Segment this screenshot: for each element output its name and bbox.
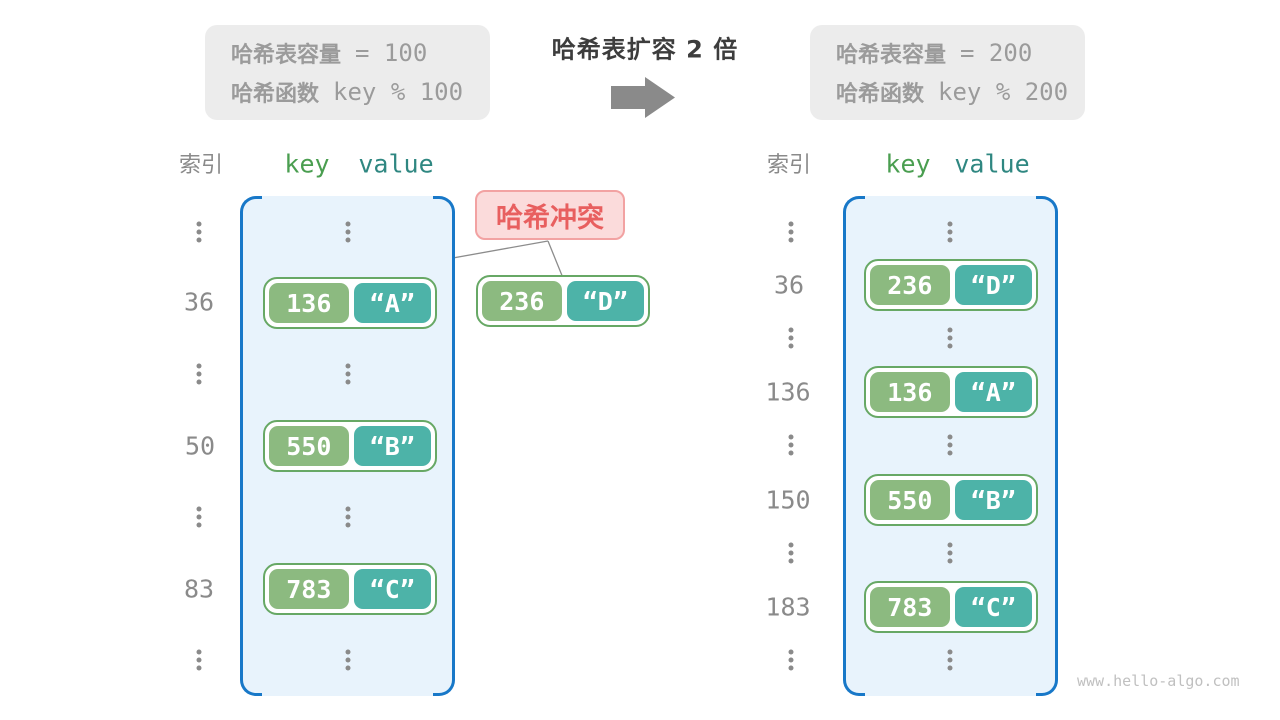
ellipsis-dots <box>196 506 202 528</box>
ellipsis-dots <box>947 221 953 243</box>
right-arrow-icon <box>611 77 675 118</box>
hash-function-value: key % 200 <box>938 78 1069 106</box>
capacity-value: = 200 <box>960 39 1033 67</box>
value-cell: “C” <box>954 587 1032 627</box>
hash-function-label: 哈希函数 <box>231 82 320 107</box>
key-cell: 550 <box>870 480 950 520</box>
value-cell: “B” <box>954 480 1032 520</box>
value-cell: “D” <box>954 265 1032 305</box>
kv-pair: 783 “C” <box>864 581 1038 633</box>
ellipsis-dots <box>788 649 794 671</box>
index-label: 183 <box>765 592 811 622</box>
collision-label: 哈希冲突 <box>475 190 625 240</box>
key-cell: 236 <box>482 281 562 321</box>
right-key-header: key <box>885 149 931 179</box>
right-index-header: 索引 <box>766 153 812 178</box>
kv-pair: 236 “D” <box>864 259 1038 311</box>
hash-function-line: 哈希函数 key % 200 <box>836 76 1085 108</box>
value-cell: “A” <box>353 283 431 323</box>
ellipsis-dots <box>345 649 351 671</box>
ellipsis-dots <box>196 363 202 385</box>
capacity-label: 哈希表容量 <box>836 43 947 68</box>
capacity-value: = 100 <box>355 39 428 67</box>
kv-pair: 550 “B” <box>864 474 1038 526</box>
kv-pair-colliding: 236 “D” <box>476 275 650 327</box>
key-cell: 783 <box>269 569 349 609</box>
right-value-header: value <box>954 149 1030 179</box>
key-cell: 136 <box>870 372 950 412</box>
ellipsis-dots <box>196 649 202 671</box>
key-cell: 550 <box>269 426 349 466</box>
value-cell: “D” <box>566 281 644 321</box>
capacity-line: 哈希表容量 = 100 <box>231 37 490 69</box>
capacity-label: 哈希表容量 <box>231 43 342 68</box>
kv-pair: 136 “A” <box>864 366 1038 418</box>
index-label: 83 <box>183 574 215 604</box>
diagram-title: 哈希表扩容 2 倍 <box>551 35 739 64</box>
ellipsis-dots <box>947 327 953 349</box>
left-value-header: value <box>358 149 434 179</box>
ellipsis-dots <box>788 434 794 456</box>
watermark: www.hello-algo.com <box>1077 672 1240 690</box>
value-cell: “B” <box>353 426 431 466</box>
index-label: 36 <box>773 270 805 300</box>
hash-function-line: 哈希函数 key % 100 <box>231 76 490 108</box>
capacity-box-left: 哈希表容量 = 100 哈希函数 key % 100 <box>205 25 490 120</box>
ellipsis-dots <box>196 221 202 243</box>
value-cell: “A” <box>954 372 1032 412</box>
ellipsis-dots <box>788 327 794 349</box>
hash-function-value: key % 100 <box>333 78 464 106</box>
kv-pair: 136 “A” <box>263 277 437 329</box>
ellipsis-dots <box>788 542 794 564</box>
ellipsis-dots <box>345 363 351 385</box>
index-label: 50 <box>184 431 216 461</box>
value-cell: “C” <box>353 569 431 609</box>
left-index-header: 索引 <box>178 153 224 178</box>
key-cell: 783 <box>870 587 950 627</box>
key-cell: 236 <box>870 265 950 305</box>
left-key-header: key <box>284 149 330 179</box>
ellipsis-dots <box>345 221 351 243</box>
kv-pair: 783 “C” <box>263 563 437 615</box>
capacity-line: 哈希表容量 = 200 <box>836 37 1085 69</box>
index-label: 36 <box>183 287 215 317</box>
hash-function-label: 哈希函数 <box>836 82 925 107</box>
capacity-box-right: 哈希表容量 = 200 哈希函数 key % 200 <box>810 25 1085 120</box>
ellipsis-dots <box>947 649 953 671</box>
kv-pair: 550 “B” <box>263 420 437 472</box>
ellipsis-dots <box>947 434 953 456</box>
key-cell: 136 <box>269 283 349 323</box>
ellipsis-dots <box>947 542 953 564</box>
ellipsis-dots <box>788 221 794 243</box>
index-label: 150 <box>765 485 811 515</box>
ellipsis-dots <box>345 506 351 528</box>
index-label: 136 <box>765 377 811 407</box>
